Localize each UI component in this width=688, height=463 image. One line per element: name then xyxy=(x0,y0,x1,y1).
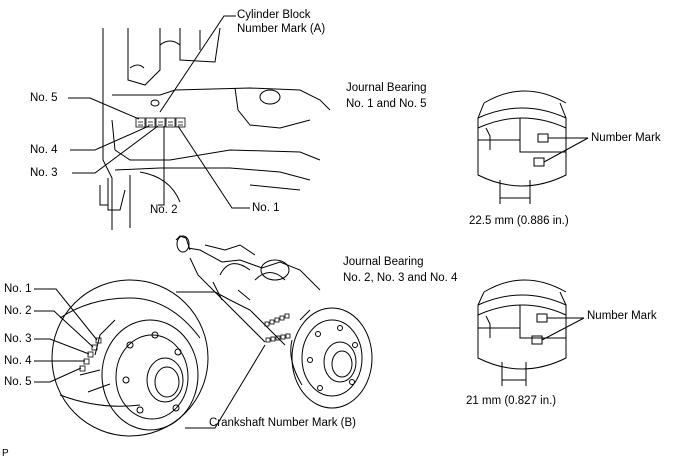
block-label-no2: No. 2 xyxy=(150,204,178,216)
block-number-marks xyxy=(135,117,186,128)
block-label-no3: No. 3 xyxy=(30,167,58,179)
cylinder-block-mark-line1: Cylinder Block xyxy=(237,9,311,21)
journal-bearing-2-3-4 xyxy=(477,279,567,386)
number-mark-leader-top xyxy=(543,137,589,163)
crank-label-no5: No. 5 xyxy=(4,376,32,388)
journal-bearing-1-5 xyxy=(477,90,567,204)
cylinder-block-illustration xyxy=(99,27,331,230)
crankshaft-illustration xyxy=(175,235,373,409)
journal-bearing-1-5-line1: Journal Bearing xyxy=(346,82,427,94)
crank-leader-lines xyxy=(34,288,98,383)
journal-bearing-1-5-label: Journal Bearing No. 1 and No. 5 xyxy=(346,80,427,112)
crank-label-no2: No. 2 xyxy=(4,305,32,317)
block-label-no1: No. 1 xyxy=(252,202,280,214)
block-label-no5: No. 5 xyxy=(30,92,58,104)
crank-label-no3: No. 3 xyxy=(4,333,32,345)
crank-detail-number-marks xyxy=(79,337,102,372)
journal-bearing-2-3-4-label: Journal Bearing No. 2, No. 3 and No. 4 xyxy=(343,254,457,286)
number-mark-top-label: Number Mark xyxy=(591,132,661,144)
crankshaft-mark-label: Crankshaft Number Mark (B) xyxy=(209,417,356,429)
journal-bearing-2-3-4-line1: Journal Bearing xyxy=(343,256,424,268)
crankshaft-number-marks xyxy=(264,313,291,343)
block-leader-lines xyxy=(68,15,250,209)
width-top-label: 22.5 mm (0.886 in.) xyxy=(469,215,569,227)
magnified-detail xyxy=(51,279,266,437)
journal-bearing-2-3-4-line2: No. 2, No. 3 and No. 4 xyxy=(343,272,458,284)
width-bottom-label: 21 mm (0.827 in.) xyxy=(466,395,557,407)
footer-code: P xyxy=(2,448,9,459)
cylinder-block-mark-label: Cylinder Block Number Mark (A) xyxy=(237,8,325,36)
number-mark-leader-bottom xyxy=(541,317,585,341)
crank-label-no1: No. 1 xyxy=(4,283,32,295)
journal-bearing-1-5-line2: No. 1 and No. 5 xyxy=(346,98,427,110)
crank-label-no4: No. 4 xyxy=(4,355,32,367)
cylinder-block-mark-line2: Number Mark (A) xyxy=(237,23,326,35)
number-mark-bottom-label: Number Mark xyxy=(587,310,657,322)
block-label-no4: No. 4 xyxy=(30,144,58,156)
